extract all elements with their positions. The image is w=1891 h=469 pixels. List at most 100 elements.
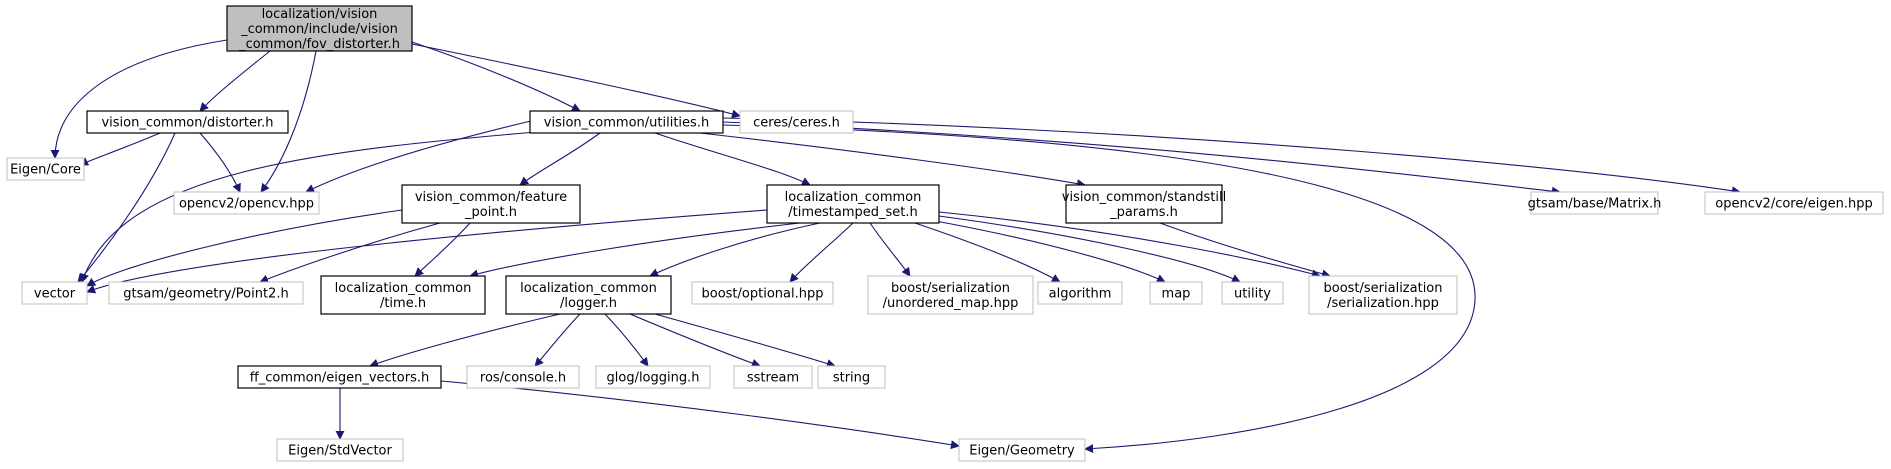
node-label: /unordered_map.hpp <box>883 296 1019 311</box>
node-box <box>817 365 886 389</box>
edge-timestamped-to-serialization <box>938 211 1321 279</box>
node-fov[interactable]: localization/vision_common/include/visio… <box>226 5 413 52</box>
node-box <box>173 191 320 215</box>
node-box <box>276 438 404 462</box>
edge-featurepoint-to-point2 <box>259 222 441 284</box>
node-box <box>595 365 711 389</box>
edge-timestamped-to-time <box>469 222 801 279</box>
node-label: boost/optional.hpp <box>702 287 824 302</box>
node-label: _params.h <box>1109 205 1178 220</box>
node-box <box>1065 184 1223 224</box>
node-box <box>320 275 486 315</box>
node-cveigen: opencv2/core/eigen.hpp <box>1704 191 1884 215</box>
node-label: localization_common <box>520 281 657 296</box>
node-box <box>1149 281 1203 305</box>
node-featurepoint[interactable]: vision_common/feature_point.h <box>401 184 581 224</box>
node-label: _point.h <box>464 205 517 220</box>
node-opencv: opencv2/opencv.hpp <box>173 191 320 215</box>
node-box <box>86 110 289 134</box>
edge-fov-to-utilities <box>411 41 581 112</box>
node-geometry: Eigen/Geometry <box>958 438 1086 462</box>
node-distorter[interactable]: vision_common/distorter.h <box>86 110 289 134</box>
edge-logger-to-sstream <box>629 313 761 368</box>
nodes-layer: localization/vision_common/include/visio… <box>6 5 1884 462</box>
edge-fov-to-ceres <box>411 43 741 119</box>
node-label: sstream <box>747 371 799 386</box>
edge-utilities-to-cveigen <box>722 117 1741 196</box>
node-label: glog/logging.h <box>607 371 700 386</box>
node-label: opencv2/core/eigen.hpp <box>1715 197 1872 212</box>
node-label: ff_common/eigen_vectors.h <box>250 371 429 386</box>
edge-timestamped-to-optional <box>789 222 854 283</box>
node-label: gtsam/geometry/Point2.h <box>123 287 288 302</box>
node-label: vision_common/feature <box>415 190 567 205</box>
node-box <box>1530 191 1659 215</box>
edge-utilities-to-gtsammatrix <box>722 121 1561 196</box>
edge-distorter-to-opencv <box>199 132 241 193</box>
edge-logger-to-string <box>654 313 836 368</box>
node-box <box>958 438 1086 462</box>
node-label: map <box>1162 287 1191 302</box>
edge-timestamped-to-vector <box>86 209 768 294</box>
node-standstill[interactable]: vision_common/standstill_params.h <box>1062 184 1226 224</box>
edge-eigenvectors-to-geometry <box>440 380 960 450</box>
node-box <box>1221 281 1284 305</box>
node-label: _common/fov_distorter.h <box>238 37 400 52</box>
node-box <box>1308 275 1458 315</box>
node-label: ros/console.h <box>480 371 566 386</box>
node-box <box>6 157 85 181</box>
node-vector: vector <box>21 281 88 305</box>
node-box <box>691 281 834 305</box>
edge-utilities-to-timestamped <box>654 132 811 186</box>
edge-utilities-to-vector <box>80 129 561 283</box>
node-box <box>766 184 940 224</box>
node-label: _common/include/vision <box>240 22 398 37</box>
node-point2: gtsam/geometry/Point2.h <box>108 281 304 305</box>
node-box <box>529 110 724 134</box>
node-label: vision_common/standstill <box>1062 190 1226 205</box>
node-label: /logger.h <box>560 296 617 311</box>
node-label: /time.h <box>380 296 426 311</box>
node-time[interactable]: localization_common/time.h <box>320 275 486 315</box>
node-box <box>237 365 442 389</box>
edges-layer <box>50 39 1741 454</box>
node-label: Eigen/Geometry <box>969 444 1075 459</box>
node-box <box>21 281 88 305</box>
node-optional: boost/optional.hpp <box>691 281 834 305</box>
node-utilities[interactable]: vision_common/utilities.h <box>529 110 724 134</box>
edge-timestamped-to-logger <box>649 222 821 277</box>
node-label: vision_common/utilities.h <box>544 116 709 131</box>
node-unorderedmap: boost/serialization/unordered_map.hpp <box>867 275 1034 315</box>
node-label: boost/serialization <box>1323 281 1442 296</box>
node-box <box>739 110 854 134</box>
node-logger[interactable]: localization_common/logger.h <box>505 275 672 315</box>
edge-timestamped-to-unorderedmap <box>869 222 911 277</box>
edge-standstill-to-serialization <box>1159 222 1331 279</box>
node-label: ceres/ceres.h <box>753 116 840 131</box>
edge-logger-to-glog <box>604 313 649 367</box>
node-eigenvectors[interactable]: ff_common/eigen_vectors.h <box>237 365 442 389</box>
node-label: vision_common/distorter.h <box>101 116 273 131</box>
node-box <box>733 365 813 389</box>
edge-fov-to-eigencore <box>50 39 228 159</box>
edge-timestamped-to-map <box>929 219 1166 283</box>
edge-logger-to-eigenvectors <box>369 313 561 368</box>
edge-utilities-to-geometry <box>722 124 1476 454</box>
node-utility: utility <box>1221 281 1284 305</box>
node-label: localization_common <box>335 281 472 296</box>
edge-fov-to-opencv <box>260 50 317 193</box>
edge-featurepoint-to-time <box>414 222 471 277</box>
edge-utilities-to-standstill <box>699 132 1086 189</box>
node-box <box>226 5 413 52</box>
edge-distorter-to-eigencore <box>79 132 161 166</box>
node-label: /serialization.hpp <box>1327 296 1439 311</box>
node-rosconsole: ros/console.h <box>466 365 580 389</box>
node-label: localization_common <box>785 190 922 205</box>
node-label: /timestamped_set.h <box>788 205 918 220</box>
node-timestamped[interactable]: localization_common/timestamped_set.h <box>766 184 940 224</box>
node-string: string <box>817 365 886 389</box>
node-eigencore: Eigen/Core <box>6 157 85 181</box>
node-box <box>108 281 304 305</box>
